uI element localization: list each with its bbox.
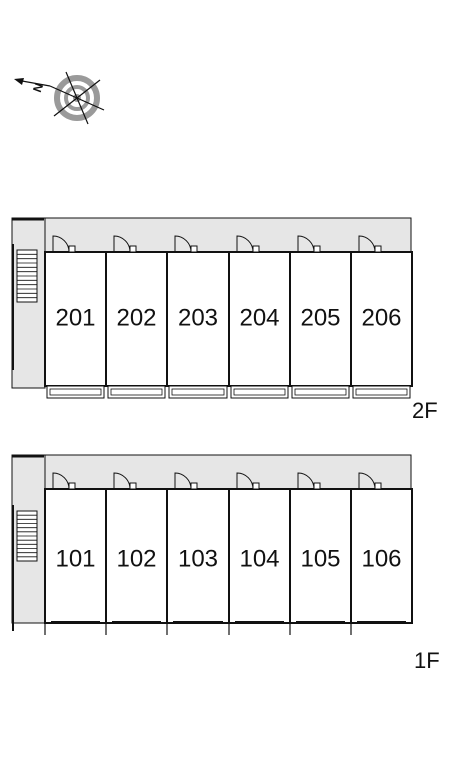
unit-number: 206 bbox=[361, 304, 401, 331]
unit-103: 103 bbox=[166, 472, 230, 635]
door-swing-icon bbox=[113, 235, 137, 253]
floor-2f: 201 202 203 204 205 206 bbox=[11, 217, 413, 399]
unit-outline bbox=[166, 251, 230, 387]
unit-202: 202 bbox=[105, 235, 168, 399]
unit-number: 202 bbox=[116, 304, 156, 331]
unit-number: 105 bbox=[300, 545, 340, 572]
unit-outline bbox=[228, 488, 291, 624]
door-swing-icon bbox=[113, 472, 137, 490]
door-swing-icon bbox=[236, 472, 260, 490]
compass-north-letter: N bbox=[30, 81, 46, 94]
floor-label-1f: 1F bbox=[414, 648, 440, 673]
balcony bbox=[168, 385, 228, 399]
unit-outline bbox=[105, 488, 168, 624]
door-swing-icon bbox=[174, 472, 198, 490]
unit-outline bbox=[105, 251, 168, 387]
door-swing-icon bbox=[174, 235, 198, 253]
balcony bbox=[291, 385, 350, 399]
unit-outline bbox=[289, 488, 352, 624]
balcony bbox=[107, 385, 166, 399]
floor-1f: 101 102 103 104 105 106 bbox=[11, 454, 413, 635]
unit-number: 205 bbox=[300, 304, 340, 331]
door-swing-icon bbox=[52, 235, 76, 253]
unit-201: 201 bbox=[44, 235, 107, 399]
unit-outline bbox=[166, 488, 230, 624]
unit-number: 103 bbox=[178, 545, 218, 572]
unit-number: 104 bbox=[239, 545, 279, 572]
balcony bbox=[352, 385, 411, 399]
door-swing-icon bbox=[236, 235, 260, 253]
unit-outline bbox=[350, 488, 413, 624]
unit-number: 201 bbox=[55, 304, 95, 331]
balcony bbox=[230, 385, 289, 399]
floor-label-2f: 2F bbox=[412, 398, 438, 423]
staircase bbox=[12, 244, 38, 370]
unit-104: 104 bbox=[228, 472, 291, 635]
unit-outline bbox=[289, 251, 352, 387]
unit-number: 204 bbox=[239, 304, 279, 331]
unit-outline bbox=[350, 251, 413, 387]
staircase bbox=[12, 505, 38, 631]
door-swing-icon bbox=[297, 472, 321, 490]
balcony bbox=[46, 385, 105, 399]
unit-204: 204 bbox=[228, 235, 291, 399]
unit-number: 102 bbox=[116, 545, 156, 572]
unit-203: 203 bbox=[166, 235, 230, 399]
door-swing-icon bbox=[358, 472, 382, 490]
door-swing-icon bbox=[52, 472, 76, 490]
unit-206: 206 bbox=[350, 235, 413, 399]
unit-102: 102 bbox=[105, 472, 168, 635]
unit-205: 205 bbox=[289, 235, 352, 399]
compass-icon: N bbox=[14, 71, 105, 125]
unit-number: 203 bbox=[178, 304, 218, 331]
unit-105: 105 bbox=[289, 472, 352, 635]
door-swing-icon bbox=[358, 235, 382, 253]
unit-106: 106 bbox=[350, 472, 413, 635]
unit-101: 101 bbox=[44, 472, 107, 635]
stair-landing bbox=[11, 217, 46, 389]
door-swing-icon bbox=[297, 235, 321, 253]
unit-number: 106 bbox=[361, 545, 401, 572]
unit-number: 101 bbox=[55, 545, 95, 572]
unit-outline bbox=[228, 251, 291, 387]
